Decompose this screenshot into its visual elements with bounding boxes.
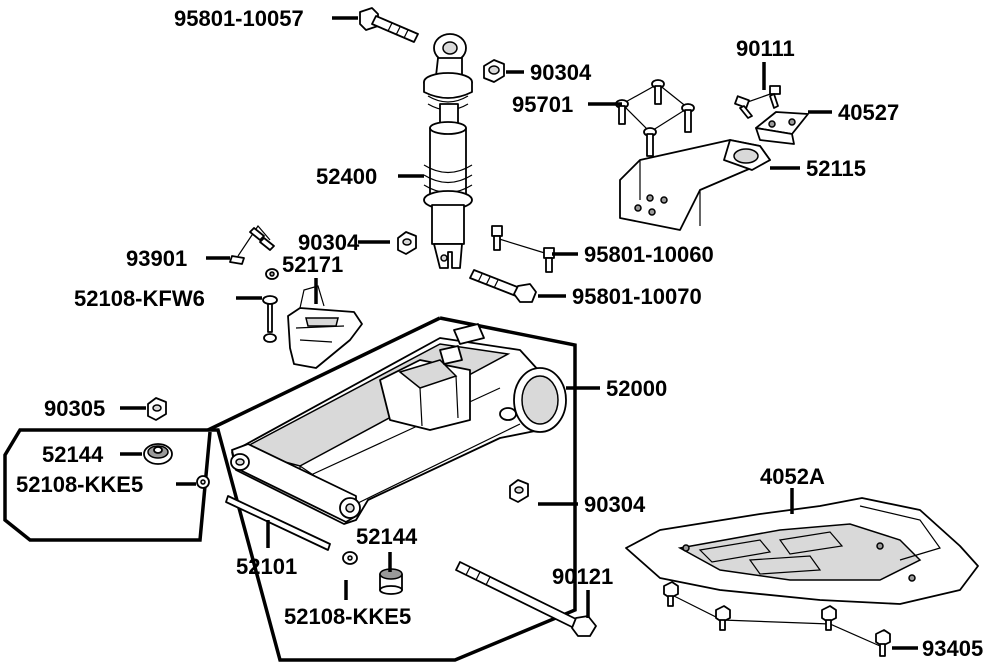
label-95801-10060: 95801-10060 xyxy=(584,242,714,267)
label-4052a: 4052A xyxy=(760,464,825,489)
bracket-52115[interactable] xyxy=(619,139,771,231)
hardware-52108-kfw6[interactable] xyxy=(262,268,279,343)
label-52108-kke5-low: 52108-KKE5 xyxy=(284,604,411,629)
screws-93901[interactable] xyxy=(229,225,275,265)
bolts-95701[interactable] xyxy=(615,79,695,157)
label-52144-low: 52144 xyxy=(356,524,418,549)
label-93405: 93405 xyxy=(922,636,983,661)
swingarm-group-outline-top xyxy=(207,316,441,432)
label-95801-10057: 95801-10057 xyxy=(174,6,304,31)
bolt-95801-10070[interactable] xyxy=(469,269,537,303)
leader-lines xyxy=(120,16,918,650)
bolts-95801-10060[interactable] xyxy=(491,225,555,273)
plate-40527[interactable] xyxy=(755,111,809,145)
swingarm-group-outline xyxy=(3,316,577,662)
shock-absorber[interactable] xyxy=(359,7,473,269)
bracket-52171[interactable] xyxy=(287,285,363,369)
bushing-52144-left[interactable] xyxy=(143,443,173,465)
nut-90304-mid[interactable] xyxy=(397,231,417,255)
washer-52108-kke5-left[interactable] xyxy=(196,475,210,489)
bolts-90111[interactable] xyxy=(734,85,781,119)
label-52101: 52101 xyxy=(236,554,297,579)
label-90304-top: 90304 xyxy=(530,60,592,85)
part-labels: 95801-10057 90304 90111 95701 40527 5240… xyxy=(16,6,983,661)
label-93901: 93901 xyxy=(126,246,187,271)
label-95801-10070: 95801-10070 xyxy=(572,284,702,309)
label-90121: 90121 xyxy=(552,564,613,589)
nut-90304-top[interactable] xyxy=(483,59,505,83)
bushing-52144-low[interactable] xyxy=(379,568,403,595)
label-40527: 40527 xyxy=(838,100,899,125)
label-90111: 90111 xyxy=(736,36,795,61)
label-52000: 52000 xyxy=(606,376,667,401)
label-52400: 52400 xyxy=(316,164,377,189)
nut-90304-low[interactable] xyxy=(509,479,529,503)
shaft-52101[interactable] xyxy=(225,495,331,551)
label-95701: 95701 xyxy=(512,92,573,117)
cover-4052a[interactable] xyxy=(625,497,979,605)
washer-52108-kke5-low[interactable] xyxy=(342,551,358,565)
label-52144-left: 52144 xyxy=(42,442,104,467)
screws-93405[interactable] xyxy=(663,581,891,657)
bolt-90121[interactable] xyxy=(455,561,597,637)
label-52108-kke5-left: 52108-KKE5 xyxy=(16,472,143,497)
label-90304-mid: 90304 xyxy=(298,230,360,255)
label-90304-low: 90304 xyxy=(584,492,646,517)
label-52108-kfw6: 52108-KFW6 xyxy=(74,286,205,311)
swingarm-52000[interactable] xyxy=(230,323,567,525)
label-90305: 90305 xyxy=(44,396,105,421)
nut-90305[interactable] xyxy=(147,397,167,421)
bolt-95801-10057[interactable] xyxy=(359,7,419,43)
label-52171: 52171 xyxy=(282,252,343,277)
label-52115: 52115 xyxy=(806,156,866,181)
